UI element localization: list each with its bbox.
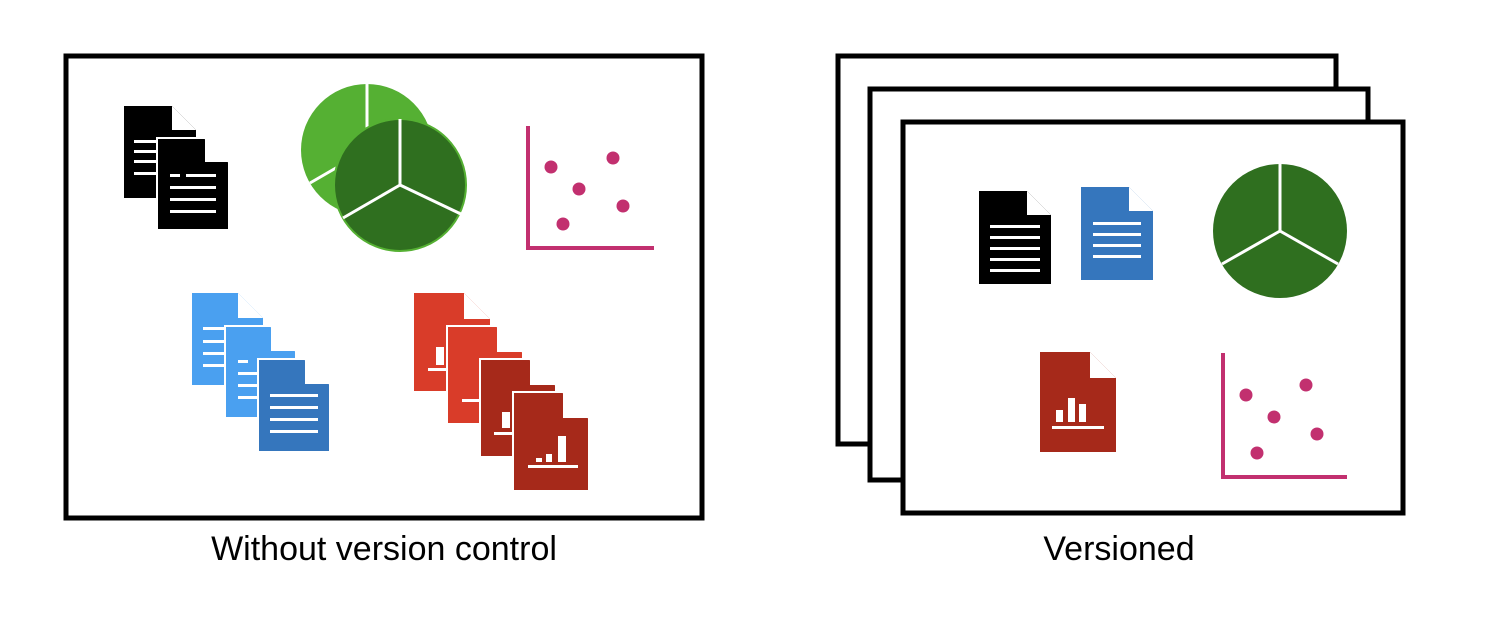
version-frame-current [900,119,1406,516]
pie-chart-icon [1213,164,1347,298]
scatter-plot-icon [1221,353,1347,479]
presentation-document-icon [1040,352,1116,452]
caption-without-version-control: Without version control [211,530,557,568]
scatter-plot-icon [526,126,654,250]
text-document-icon [1081,187,1153,280]
text-document-icon [257,358,331,453]
text-document-icon [156,137,230,231]
caption-versioned: Versioned [1043,530,1195,568]
presentation-document-icon [512,391,590,492]
pie-chart-icon [333,118,467,252]
text-document-icon [979,191,1051,284]
